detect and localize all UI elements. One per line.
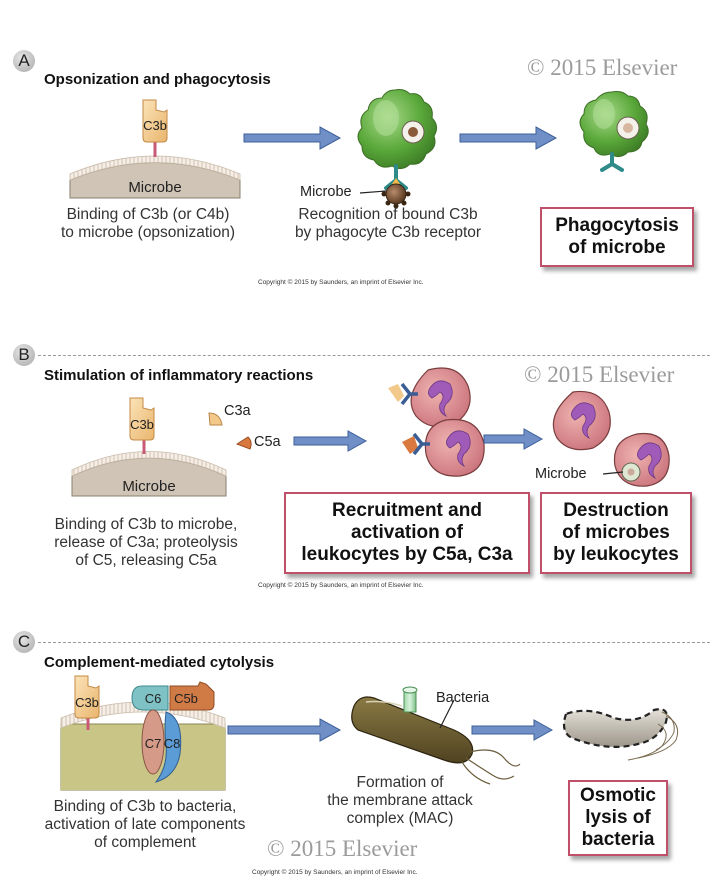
arrow-right-icon: [243, 126, 342, 150]
c3b-label: C3b: [143, 118, 167, 133]
c3b-bound-microbe-illustration: C3b Microbe: [69, 99, 241, 199]
c5b-molecule: [169, 681, 215, 711]
bacterium-body: [351, 696, 474, 764]
panel-b-title: Stimulation of inflammatory reactions: [44, 367, 314, 384]
arrow-right-icon: [293, 430, 368, 452]
c7-molecule: [141, 709, 165, 775]
step2-caption-c: Formation of the membrane attack complex…: [327, 774, 473, 827]
c7-label: C7: [145, 736, 162, 751]
c3a-fragment-icon: [208, 412, 223, 426]
c3b-molecule: [74, 675, 100, 719]
panel-divider: [38, 642, 710, 643]
watermark: © 2015 Elsevier: [267, 836, 418, 861]
copyright-c: Copyright © 2015 by Saunders, an imprint…: [252, 869, 418, 876]
c3b-bound-microbe-illustration: C3b Microbe: [71, 397, 227, 497]
result-box-destruction: Destruction of microbes by leukocytes: [540, 492, 692, 574]
microbe-pointer-label-b: Microbe: [535, 466, 587, 482]
phagocyte-ingested-illustration: [579, 91, 649, 172]
microbe-membrane: [69, 155, 241, 181]
copyright-b: Copyright © 2015 by Saunders, an imprint…: [258, 582, 424, 589]
arrow-right-icon: [483, 428, 544, 450]
step1-caption-b: Binding of C3b to microbe, release of C3…: [54, 516, 238, 569]
panel-letter-c: C: [13, 631, 35, 653]
panel-letter-b: B: [13, 344, 35, 366]
neutrophil: [402, 418, 485, 477]
neutrophils-recruited-illustration: [388, 367, 485, 477]
microbe-pointer-label-a: Microbe: [300, 184, 352, 200]
bacteria-label: Bacteria: [436, 690, 490, 706]
step2-caption-a: Recognition of bound C3b by phagocyte C3…: [294, 206, 482, 241]
result-box-phagocytosis: Phagocytosis of microbe: [540, 207, 694, 267]
mac-assembly-illustration: C3b C6 C5b C7 C8: [60, 675, 226, 791]
neutrophil: [552, 390, 611, 451]
flagella: [461, 749, 521, 785]
step1-caption-c: Binding of C3b to bacteria, activation o…: [44, 798, 246, 851]
c3a-label: C3a: [224, 403, 251, 419]
pointer-line: [359, 190, 387, 194]
neutrophils-destruction-illustration: [552, 390, 670, 487]
microbe-label: Microbe: [128, 179, 181, 196]
c6-label: C6: [145, 691, 162, 706]
c3b-molecule: [142, 99, 168, 143]
lysed-bacterium-illustration: [562, 708, 679, 761]
c3b-label: C3b: [130, 417, 154, 432]
result-box-recruitment: Recruitment and activation of leukocytes…: [284, 492, 530, 574]
c5b-label: C5b: [174, 691, 198, 706]
step1-caption-a: Binding of C3b (or C4b) to microbe (opso…: [60, 206, 236, 241]
c3b-label: C3b: [75, 695, 99, 710]
panel-c-title: Complement-mediated cytolysis: [44, 654, 275, 671]
phagocyte-cell: [357, 89, 438, 170]
neutrophil: [613, 432, 670, 487]
watermark: © 2015 Elsevier: [524, 362, 675, 387]
arrow-right-icon: [459, 126, 558, 150]
phagocyte-recognition-illustration: [357, 89, 438, 209]
panel-divider: [38, 355, 710, 356]
c5a-label: C5a: [254, 434, 281, 450]
panel-letter-a: A: [13, 50, 35, 72]
microbe-label: Microbe: [122, 478, 175, 495]
c3b-molecule: [129, 397, 155, 441]
neutrophil: [388, 367, 471, 428]
c8-molecule: [154, 711, 182, 783]
result-box-lysis: Osmotic lysis of bacteria: [568, 780, 668, 856]
copyright-a: Copyright © 2015 by Saunders, an imprint…: [258, 279, 424, 286]
c5a-fragment-icon: [235, 436, 252, 450]
watermark: © 2015 Elsevier: [527, 55, 678, 80]
panel-a-title: Opsonization and phagocytosis: [44, 71, 271, 88]
arrow-right-icon: [227, 718, 342, 742]
c8-label: C8: [164, 736, 181, 751]
mac-pore-icon: [402, 686, 418, 713]
c6-molecule: [131, 685, 169, 711]
bacterium-mac-illustration: [351, 686, 521, 785]
arrow-right-icon: [471, 719, 554, 741]
